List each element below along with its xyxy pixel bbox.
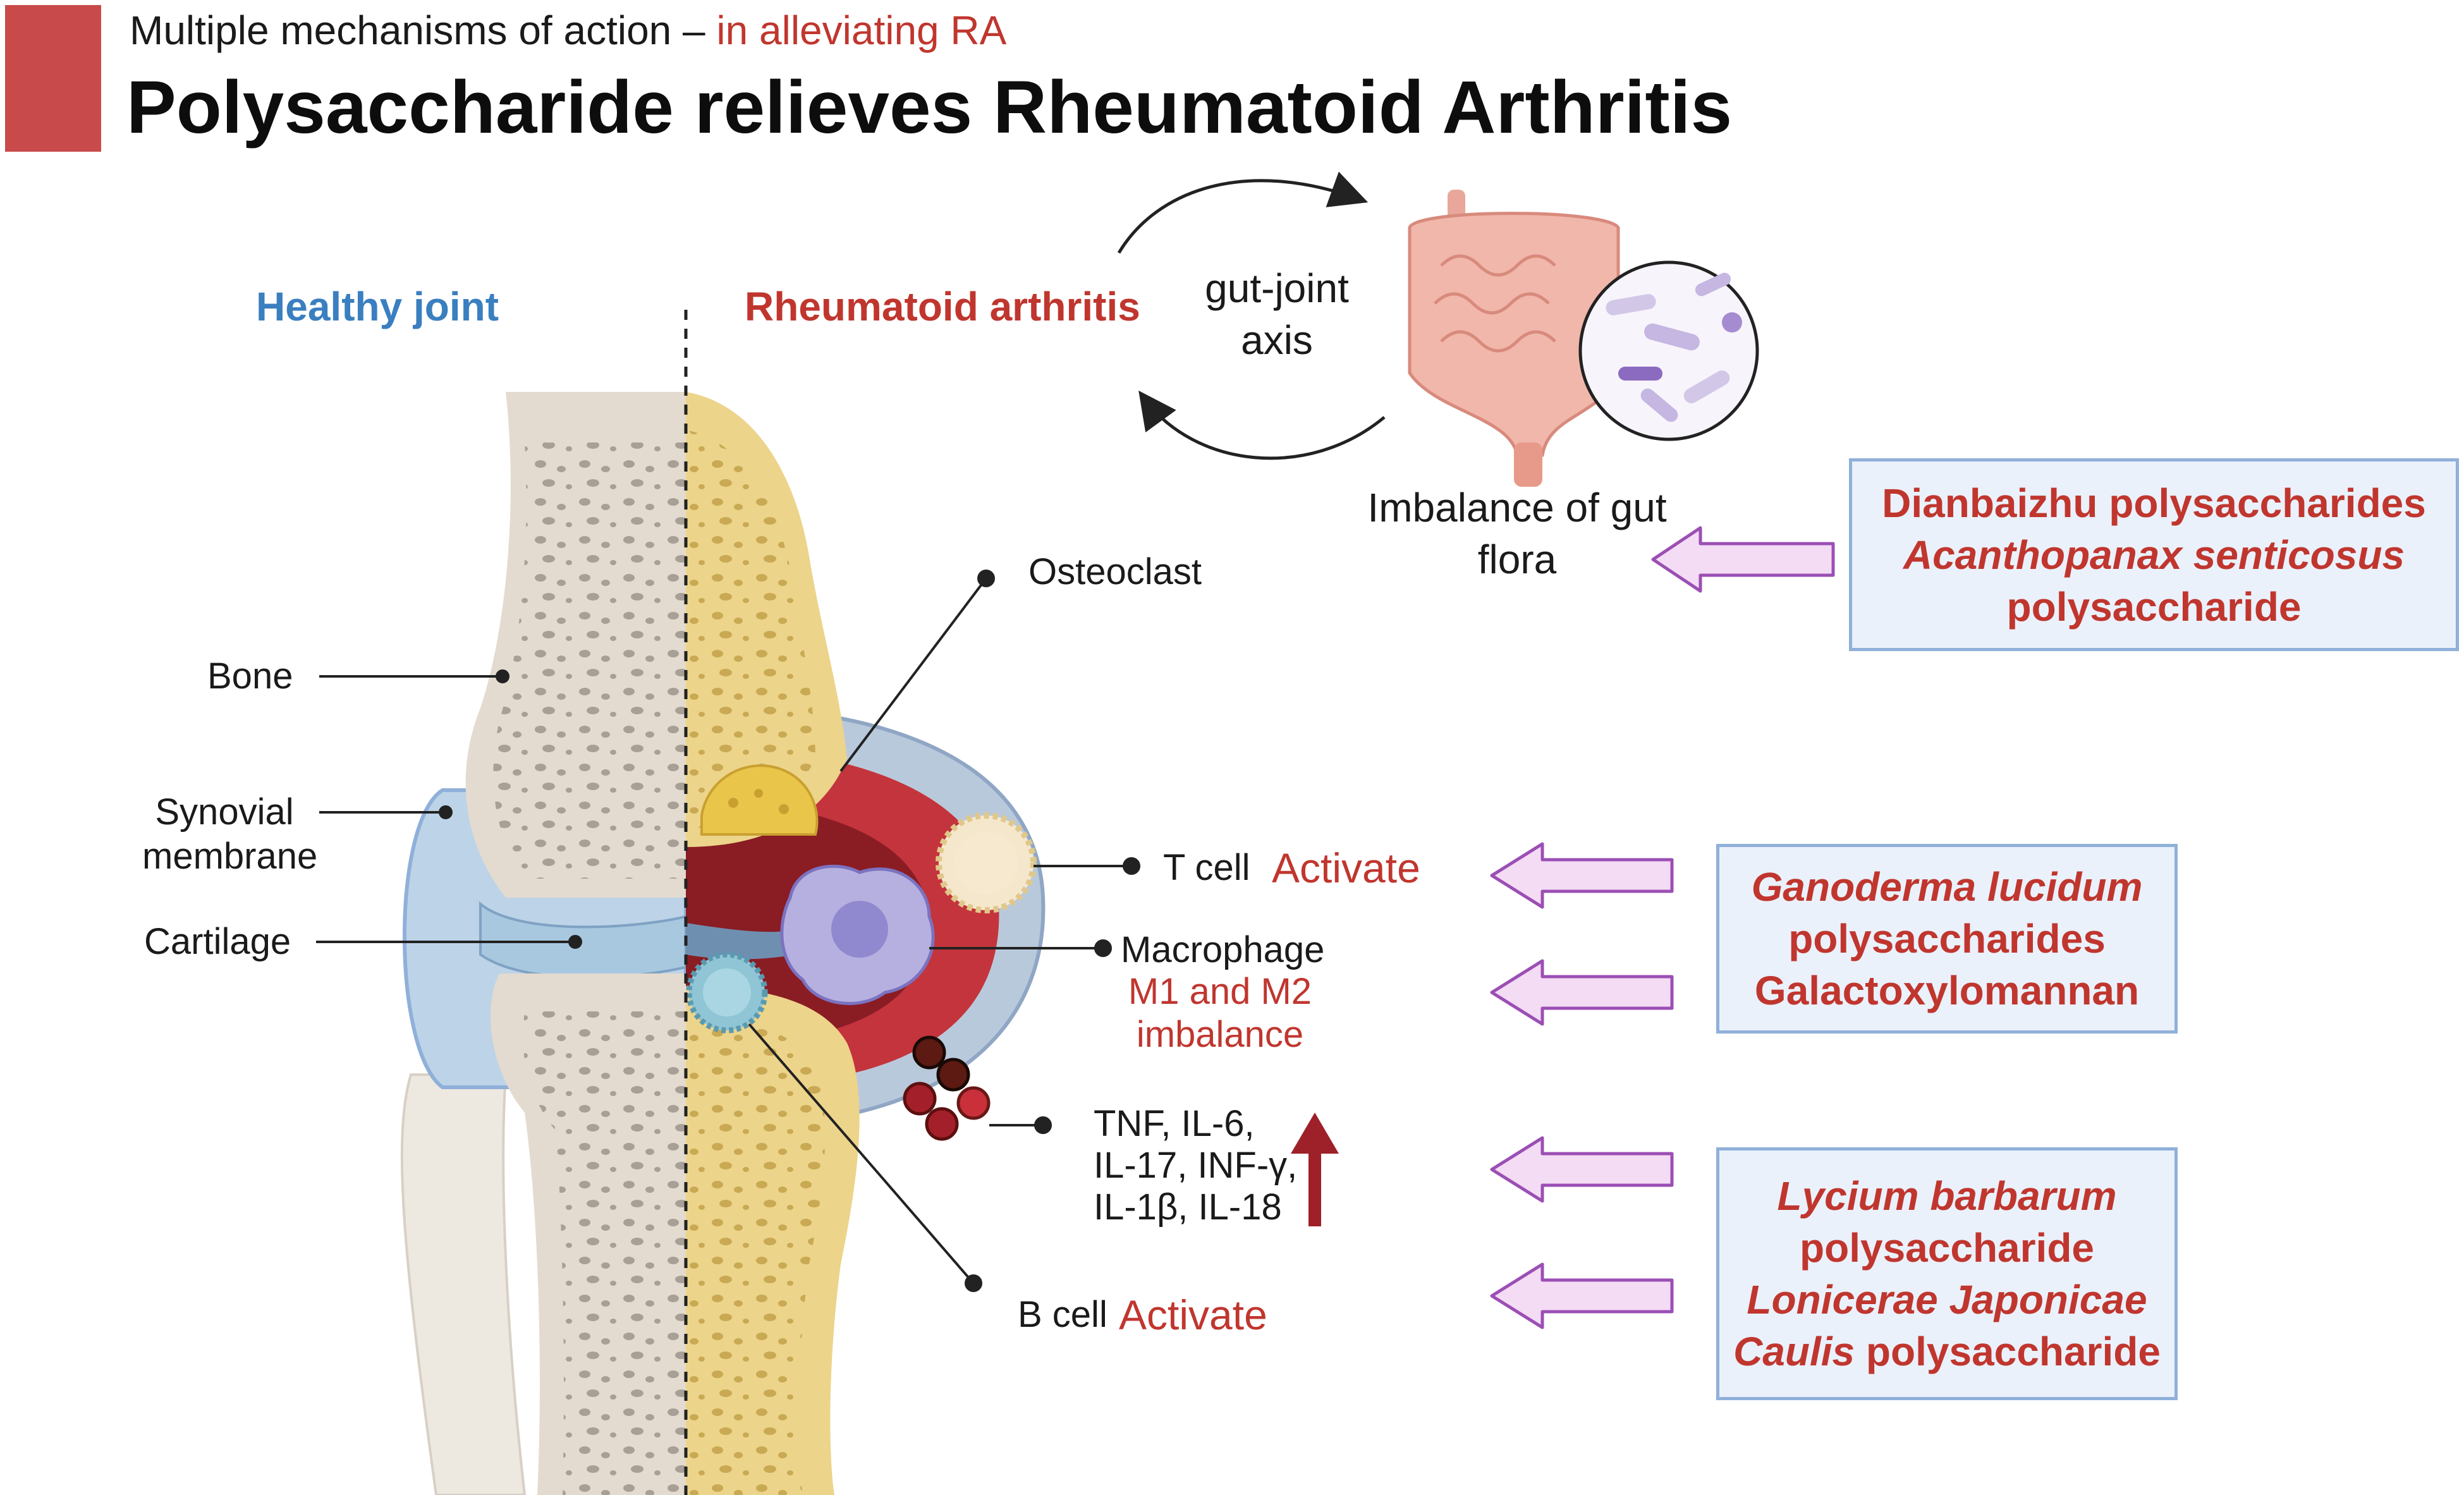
increase-arrow <box>1291 1113 1339 1226</box>
axis-label-line2: axis <box>1241 317 1313 363</box>
imbalance-line2: flora <box>1477 537 1557 582</box>
macrophage-effect: M1 and M2 imbalance <box>1113 970 1327 1056</box>
healthy-joint-heading: Healthy joint <box>256 284 499 329</box>
leader-lines-right <box>748 570 1140 1292</box>
arrow-bcell <box>1490 1262 1674 1329</box>
subtitle-accent: in alleviating RA <box>716 8 1007 53</box>
gut-joint-axis-arrows <box>1117 171 1386 460</box>
b-cell <box>686 951 768 1034</box>
intestine-illustration <box>1408 190 1620 487</box>
synovial-label-line2: membrane <box>142 836 318 877</box>
tcell-polysaccharide-box: Ganoderma lucidum polysaccharides Galact… <box>1716 844 2178 1034</box>
leader-lines-left <box>316 669 582 949</box>
subtitle: Multiple mechanisms of action – in allev… <box>130 5 1006 56</box>
bcell-box-line2: polysaccharide <box>1800 1225 2094 1271</box>
osteoclast-label: Osteoclast <box>1028 551 1202 592</box>
title-accent-block <box>5 5 101 152</box>
bone-label: Bone <box>207 656 293 697</box>
macrophage-cell <box>780 864 935 1005</box>
healthy-joint-illustration <box>400 392 686 1495</box>
page-title: Polysaccharide relieves Rheumatoid Arthr… <box>126 66 1733 149</box>
cytokine-dots <box>903 1035 991 1141</box>
bcell-box-line4b: polysaccharide <box>1855 1329 2161 1374</box>
tcell-box-line2: polysaccharides <box>1788 916 2106 961</box>
bcell-box-line1: Lycium barbarum <box>1777 1173 2117 1219</box>
gut-joint-axis-label: gut-joint axis <box>1182 262 1372 366</box>
synovial-membrane-label: Synovial membrane <box>142 790 318 879</box>
gut-polysaccharide-box: Dianbaizhu polysaccharides Acanthopanax … <box>1849 458 2459 651</box>
tcell-box-line3: Galactoxylomannan <box>1754 968 2140 1013</box>
cytokines-line1: TNF, IL-6, <box>1094 1103 1255 1144</box>
cytokines-line3: IL-1β, IL-18 <box>1094 1187 1282 1228</box>
gut-box-line1: Dianbaizhu polysaccharides <box>1882 480 2426 526</box>
bcell-polysaccharide-box: Lycium barbarum polysaccharide Lonicerae… <box>1716 1147 2178 1400</box>
gut-flora-magnifier <box>1578 260 1759 441</box>
arrow-cytokines <box>1490 1136 1674 1203</box>
t-cell <box>936 812 1037 913</box>
ra-heading: Rheumatoid arthritis <box>745 284 1140 329</box>
axis-label-line1: gut-joint <box>1205 265 1349 311</box>
b-cell-label: B cell <box>1018 1294 1107 1335</box>
macrophage-label: Macrophage <box>1121 929 1325 970</box>
t-cell-effect: Activate <box>1272 845 1420 891</box>
gut-flora-imbalance-label: Imbalance of gut flora <box>1334 482 1700 585</box>
macrophage-effect-line1: M1 and M2 <box>1128 971 1312 1012</box>
gut-box-line2: Acanthopanax senticosus <box>1903 532 2405 578</box>
arrow-tcell <box>1490 842 1674 909</box>
cytokines-line2: IL-17, INF-γ, <box>1094 1145 1298 1186</box>
cytokines-label: TNF, IL-6, IL-17, INF-γ, IL-1β, IL-18 <box>1094 1103 1297 1228</box>
gut-box-line3: polysaccharide <box>2006 583 2302 630</box>
macrophage-effect-line2: imbalance <box>1136 1014 1304 1055</box>
subtitle-prefix: Multiple mechanisms of action – <box>130 8 705 53</box>
arrow-gut <box>1651 526 1835 593</box>
bcell-box-line3: Lonicerae Japonicae <box>1747 1277 2147 1322</box>
imbalance-line1: Imbalance of gut <box>1367 485 1667 530</box>
bcell-box-line4a: Caulis <box>1733 1329 1855 1374</box>
purple-arrows <box>1490 526 1835 1329</box>
arrow-macrophage <box>1490 959 1674 1026</box>
osteoclast-cell <box>700 764 819 836</box>
b-cell-effect: Activate <box>1119 1291 1267 1338</box>
tcell-box-line1: Ganoderma lucidum <box>1751 864 2143 910</box>
t-cell-label: T cell <box>1163 847 1250 888</box>
cartilage-label: Cartilage <box>144 921 291 962</box>
synovial-label-line1: Synovial <box>155 791 294 833</box>
